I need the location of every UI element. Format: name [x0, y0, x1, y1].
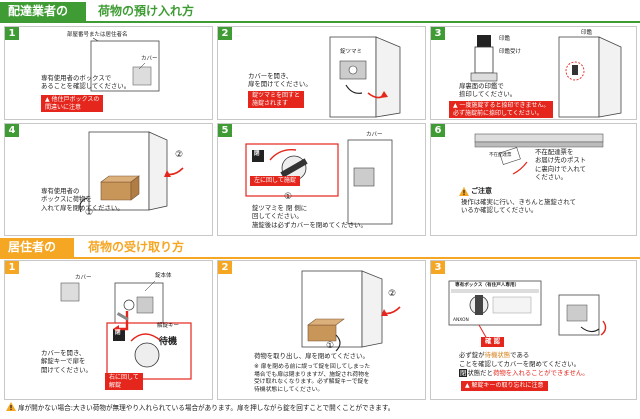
resident-rule — [0, 257, 640, 259]
step-text: 不在配達票を お届け先のポスト に裏向けで入れて ください。 — [535, 148, 587, 182]
delivery-section-header: 配達業者の方 荷物の預け入れ方 — [0, 2, 640, 37]
notice-text: 操作は確実に行い、きちんと施錠されて いるか確認してください。 — [461, 198, 576, 215]
step-number: 5 — [218, 124, 232, 137]
circle-1: ① — [85, 208, 94, 218]
step-number: 2 — [218, 261, 232, 274]
resident-steps: 1 カバー 錠本体 解錠キー 待機 閉 右に回して 解錠 カバーを開き、 解錠キ… — [4, 260, 637, 400]
knob-label: 錠ツマミ — [340, 49, 363, 55]
slip-illustration — [474, 133, 604, 175]
delivery-step-4: 4 ② ① 専有使用者の ボックスに荷物を 入れて扉を閉めてください。 — [4, 123, 213, 236]
stamp-holder-label: 印鑑受け — [499, 49, 522, 55]
cover-label: カバー — [75, 275, 92, 281]
standby-label: 待機 — [159, 337, 178, 347]
parcel-box-illustration — [79, 131, 184, 213]
lock-glyph: 閉 — [115, 330, 121, 336]
notice-title: ご注意 — [471, 187, 492, 195]
step-text: 錠ツマミを 閉 側に 回してください。 施錠後は必ずカバーを閉めてください。 — [252, 204, 367, 229]
turn-label: 左に回して施錠 — [250, 176, 300, 186]
resident-step-3: 3 専有ボックス（有住戸人専用） ANXON 確 認 必ず錠が待機状態である こ… — [430, 260, 637, 400]
delivery-steps: 1 部屋番号または居住者名 カバー 専有使用者のボックスで あることを確認してく… — [4, 26, 637, 236]
slip-label: 不在配達票 — [489, 153, 512, 158]
step-number: 2 — [218, 27, 232, 40]
room-label: 部屋番号または居住者名 — [67, 32, 128, 38]
panel-label: 専有ボックス（有住戸人専用） — [455, 283, 520, 288]
cover-label: カバー — [141, 56, 158, 62]
take-parcel-illustration — [301, 270, 401, 352]
resident-tag: 居住者の方 — [0, 238, 74, 273]
mailbox-illustration — [90, 37, 160, 92]
step-note: ※ 扉を閉める前に誤って錠を回してしまった 場合でも扉は閉まりますが、施錠され荷… — [254, 364, 371, 393]
step-number: 4 — [5, 124, 19, 137]
turn-label: 右に回して 解錠 — [105, 373, 143, 390]
confirm-label: 確 認 — [481, 337, 505, 347]
step-text: 扉裏面の印鑑で 捺印してください。 — [459, 82, 517, 99]
circle-2: ② — [175, 150, 184, 160]
unlock-key-label: 解錠キー — [157, 323, 180, 329]
warning-badge: ▲ 解錠キーの取り忘れに注意 — [461, 381, 548, 391]
resident-step-2: 2 ② ① 荷物を取り出し、扉を閉めてください。 ※ 扉を閉める前に誤って錠を回… — [217, 260, 426, 400]
stamp-right-label: 印鑑 — [581, 30, 593, 36]
resident-title: 荷物の受け取り方 — [88, 240, 185, 254]
delivery-step-5: 5 閉 左に回して施錠 カバー ① 錠ツマミを 閉 側に 回してください。 施錠… — [217, 123, 426, 236]
lock-glyph: 閉 — [254, 151, 260, 157]
stamp-label: 印鑑 — [499, 36, 511, 42]
warning-badge: 錠ツマミを回すと 施錠されます — [248, 91, 305, 108]
door-open-illustration — [329, 36, 401, 118]
footer-note: 扉が開かない場合:大きい荷物が無理やり入れられている場合があります。扉を押しなが… — [6, 402, 394, 413]
step-text: 専有使用者のボックスで あることを確認してください。 — [41, 74, 131, 91]
delivery-step-6: 6 不在配達票 不在配達票を お届け先のポスト に裏向けで入れて ください。 ご… — [430, 123, 637, 236]
step-text: 荷物を取り出し、扉を閉めてください。 — [254, 352, 369, 360]
step-number: 3 — [431, 261, 445, 274]
delivery-step-2: 2 錠ツマミ カバーを開き、 扉を開けてください。 錠ツマミを回すと 施錠されま… — [217, 26, 426, 120]
circle-1: ① — [284, 192, 293, 202]
unlock-illustration — [60, 280, 192, 380]
stamp-illustration — [470, 35, 622, 118]
warning-badge: ▲ 一度施錠すると捺印できません。 必ず施錠前に捺印してください。 — [449, 101, 554, 118]
footer-text: 扉が開かない場合:大きい荷物が無理やり入れられている場合があります。扉を押しなが… — [18, 404, 395, 412]
confirm-panel-illustration — [448, 280, 607, 340]
delivery-step-3: 3 印鑑 印鑑受け 印鑑 扉裏面の印鑑で 捺印してください。 ▲ 一度施錠すると… — [430, 26, 637, 120]
resident-step-1: 1 カバー 錠本体 解錠キー 待機 閉 右に回して 解錠 カバーを開き、 解錠キ… — [4, 260, 213, 400]
warning-triangle-icon — [459, 187, 469, 196]
warning-badge: ▲ 他住戸ボックスの 間違いに注意 — [41, 95, 104, 112]
step-text: カバーを開き、 扉を開けてください。 — [248, 72, 312, 89]
step-number: 6 — [431, 124, 445, 137]
cover-label: カバー — [366, 132, 383, 138]
warning-triangle-icon — [6, 402, 16, 411]
lock-illustration — [245, 139, 393, 225]
delivery-title: 荷物の預け入れ方 — [98, 4, 195, 18]
step-number: 1 — [5, 261, 19, 274]
step-number: 3 — [431, 27, 445, 40]
circle-1: ① — [326, 341, 335, 351]
step-text-line-2: ことを確認してカバーを閉めてください。 — [459, 360, 581, 368]
step-text: カバーを開き、 解錠キーで扉を 開けてください。 — [41, 349, 92, 374]
delivery-step-1: 1 部屋番号または居住者名 カバー 専有使用者のボックスで あることを確認してく… — [4, 26, 213, 120]
delivery-rule — [0, 21, 640, 23]
lock-body-label: 錠本体 — [155, 273, 172, 279]
delivery-tag: 配達業者の方 — [0, 2, 86, 37]
maker-label: ANXON — [453, 318, 469, 323]
resident-section-header: 居住者の方 荷物の受け取り方 — [0, 238, 640, 273]
step-text: 専有使用者の ボックスに荷物を 入れて扉を閉めてください。 — [41, 187, 124, 212]
circle-2: ② — [388, 289, 397, 299]
step-text-line-3: 閉状態だと荷物を入れることができません。 — [459, 369, 589, 377]
step-text-line-1: 必ず錠が待機状態である — [459, 351, 530, 359]
step-number: 1 — [5, 27, 19, 40]
